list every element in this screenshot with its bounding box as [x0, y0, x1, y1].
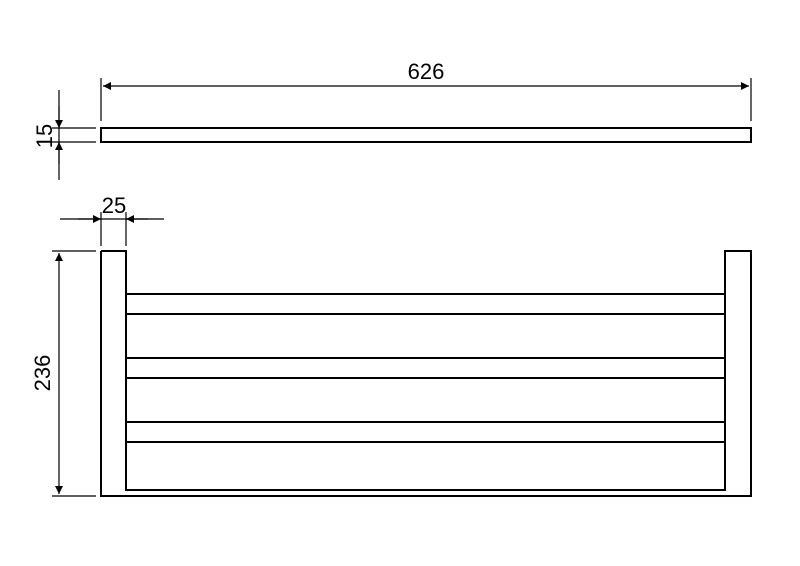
bar-2: [125, 357, 726, 379]
dimension-top-thickness: 15: [32, 90, 96, 180]
dimension-label-post-width: 25: [102, 193, 126, 218]
dimension-label-thickness: 15: [32, 124, 57, 148]
dimension-label-width: 626: [408, 59, 445, 84]
top-plate-outline: [100, 127, 752, 143]
dimension-overall-height: 236: [30, 250, 96, 497]
dimension-post-width: 25: [60, 193, 164, 246]
top-view: [100, 127, 752, 143]
bar-3: [125, 421, 726, 443]
dimension-overall-width: 626: [100, 59, 752, 121]
front-view: [100, 250, 752, 497]
dimension-label-height: 236: [30, 355, 55, 392]
shelf-outline: [100, 250, 752, 497]
bar-1: [125, 293, 726, 315]
